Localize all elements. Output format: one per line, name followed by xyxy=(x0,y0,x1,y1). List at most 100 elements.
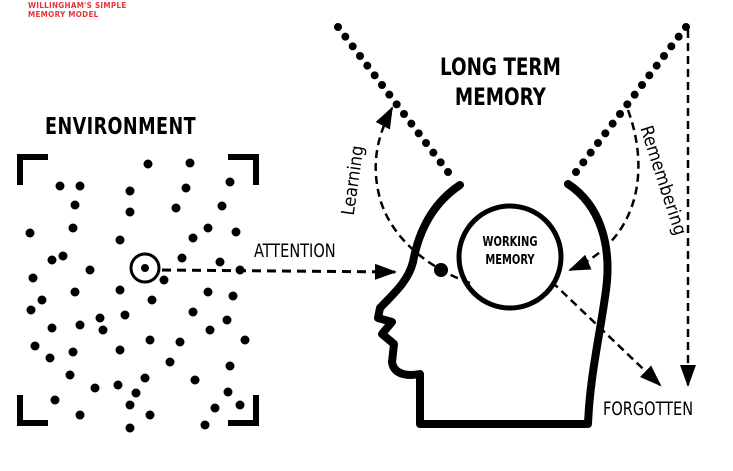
ltm-dot xyxy=(392,100,401,109)
environment-dot xyxy=(223,387,233,397)
environment-dot xyxy=(125,423,135,433)
environment-dot xyxy=(115,285,125,295)
ltm-dot xyxy=(356,52,364,60)
ltm-dot xyxy=(667,42,676,51)
ltm-dot xyxy=(429,148,438,157)
ltm-dot xyxy=(674,32,683,41)
environment-dot xyxy=(228,291,238,301)
ltm-dot xyxy=(385,90,394,99)
title-line-2: MEMORY MODEL xyxy=(28,10,99,19)
environment-dots xyxy=(25,158,250,433)
environment-frame xyxy=(17,154,259,426)
environment-dot xyxy=(235,400,245,410)
environment-dot xyxy=(68,223,78,233)
working-memory-circle xyxy=(456,203,564,311)
environment-dot xyxy=(47,323,57,333)
environment-dot xyxy=(159,275,169,285)
environment-dot xyxy=(70,287,80,297)
environment-dot xyxy=(85,265,95,275)
attention-label: ATTENTION xyxy=(254,240,336,262)
ltm-line-1: LONG TERM xyxy=(440,53,561,81)
environment-dot xyxy=(125,400,135,410)
ltm-dot xyxy=(579,158,588,167)
environment-dot xyxy=(28,273,38,283)
environment-dot xyxy=(95,313,105,323)
environment-dot xyxy=(120,310,130,320)
environment-dot xyxy=(47,255,57,265)
ltm-dot xyxy=(660,52,668,60)
environment-dot xyxy=(113,380,123,390)
environment-dot xyxy=(25,228,35,238)
environment-dot xyxy=(37,295,47,305)
ltm-dot xyxy=(601,129,610,138)
environment-dot xyxy=(115,235,125,245)
environment-dot xyxy=(215,257,225,267)
attention-arrow xyxy=(161,263,397,280)
ltm-dot xyxy=(334,23,342,31)
environment-dot xyxy=(200,420,210,430)
head-outline-right xyxy=(564,180,612,428)
environment-dot xyxy=(240,335,250,345)
environment-label: ENVIRONMENT xyxy=(45,114,197,140)
environment-dot xyxy=(75,320,85,330)
environment-dot xyxy=(181,183,191,193)
ltm-dot xyxy=(630,90,639,99)
ltm-dot xyxy=(414,129,423,138)
learning-arrow xyxy=(374,106,471,285)
environment-dot xyxy=(217,201,227,211)
environment-dot xyxy=(125,186,135,196)
ltm-dot xyxy=(572,168,580,176)
environment-dot xyxy=(203,287,213,297)
environment-dot xyxy=(125,207,135,217)
environment-dot xyxy=(140,373,150,383)
environment-dot xyxy=(165,357,175,367)
environment-dot xyxy=(90,383,100,393)
wm-line-1: WORKING xyxy=(482,235,538,250)
ltm-dot xyxy=(623,100,632,109)
environment-dot xyxy=(190,375,200,385)
environment-dot xyxy=(147,295,157,305)
working-memory-label: WORKING MEMORY xyxy=(473,234,548,270)
head-outline-left xyxy=(374,181,589,428)
environment-dot xyxy=(55,181,65,191)
ltm-dot xyxy=(363,61,372,70)
ltm-line-2: MEMORY xyxy=(454,83,546,111)
environment-dot xyxy=(188,307,198,317)
environment-dot xyxy=(45,353,55,363)
ltm-dot xyxy=(608,119,617,128)
environment-dot xyxy=(231,227,241,237)
ltm-dot xyxy=(341,32,350,41)
ltm-dot xyxy=(422,139,430,147)
ltm-dot xyxy=(378,81,386,89)
ltm-dot xyxy=(682,23,690,31)
environment-dot xyxy=(75,181,85,191)
environment-dot xyxy=(145,335,155,345)
environment-dot xyxy=(225,361,235,371)
wm-line-2: MEMORY xyxy=(485,253,535,268)
environment-dot xyxy=(30,341,40,351)
environment-dot xyxy=(177,253,187,263)
ltm-dot xyxy=(348,42,357,51)
environment-dot xyxy=(115,345,125,355)
ltm-dot xyxy=(444,168,452,176)
ltm-dot xyxy=(436,158,445,167)
environment-dot xyxy=(210,403,220,413)
forgotten-label: FORGOTTEN xyxy=(603,398,694,420)
environment-dot xyxy=(143,159,153,169)
environment-dot xyxy=(222,315,232,325)
ltm-dot xyxy=(616,110,624,118)
ltm-dot xyxy=(370,71,379,80)
environment-dot xyxy=(131,388,141,398)
ltm-dot xyxy=(586,148,595,157)
environment-dot xyxy=(70,200,80,210)
environment-dot xyxy=(98,325,108,335)
environment-dot xyxy=(145,410,155,420)
ltm-dot xyxy=(638,81,646,89)
environment-dot xyxy=(171,203,181,213)
environment-dot xyxy=(225,177,235,187)
remembering-arrow xyxy=(568,109,640,272)
